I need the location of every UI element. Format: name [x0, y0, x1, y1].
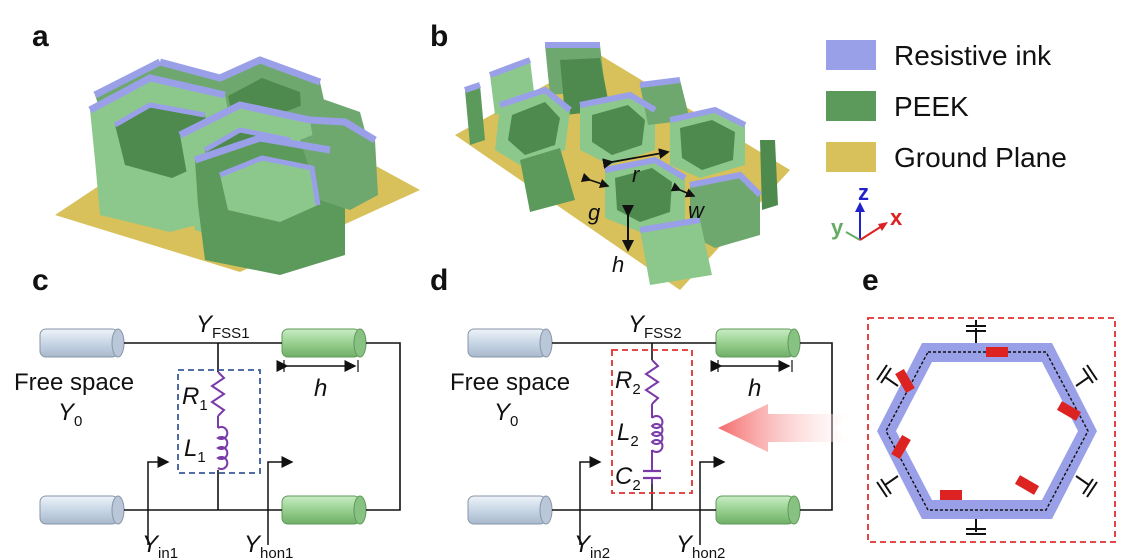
panel-label-a: a — [32, 20, 49, 53]
axis-x-label: x — [890, 205, 903, 230]
legend-swatch-resistive-ink — [826, 40, 876, 70]
circuit-c-y0-label: Y0 — [58, 399, 82, 430]
dimension-g-label: g — [588, 200, 601, 225]
panel-label-b: b — [430, 20, 448, 53]
circuit-d-h-label: h — [748, 375, 761, 402]
panel-label-d: d — [430, 264, 448, 297]
circuit-c-free-space-label: Free space — [14, 369, 134, 396]
equivalence-arrow — [718, 404, 850, 452]
axis-y-label: y — [831, 215, 844, 240]
coordinate-axes — [845, 202, 888, 241]
circuit-c — [39, 328, 401, 545]
legend: Resistive ink PEEK Ground Plane — [826, 40, 1067, 173]
circuit-d-yin-label: Yin2 — [574, 531, 610, 560]
legend-swatch-ground-plane — [826, 142, 876, 172]
circuit-c-yfss-label: YFSS1 — [196, 311, 250, 342]
circuit-d-free-space-label: Free space — [450, 369, 570, 396]
panel-label-e: e — [862, 264, 879, 297]
circuit-d-r2-label: R2 — [615, 367, 641, 398]
circuit-c-l1-label: L1 — [184, 435, 206, 466]
hexagon-equivalent-circuit-e — [867, 317, 1116, 543]
circuit-d-yfss-label: YFSS2 — [628, 311, 682, 342]
dimension-h-label: h — [612, 252, 624, 277]
circuit-d-y0-label: Y0 — [494, 399, 518, 430]
circuit-d-yhon-label: Yhon2 — [676, 531, 725, 560]
dimension-w-label: w — [688, 198, 706, 223]
circuit-c-yhon-label: Yhon1 — [244, 531, 293, 560]
circuit-d-c2-label: C2 — [615, 463, 641, 494]
dimension-r-label: r — [632, 162, 641, 187]
legend-swatch-peek — [826, 91, 876, 121]
panel-label-c: c — [32, 264, 49, 297]
legend-label-resistive-ink: Resistive ink — [894, 40, 1052, 71]
legend-label-peek: PEEK — [894, 91, 969, 122]
circuit-c-r1-label: R1 — [182, 383, 208, 414]
circuit-d-l2-label: L2 — [617, 419, 639, 450]
honeycomb-structure-a — [55, 56, 420, 275]
split-honeycomb-structure-b — [455, 42, 790, 290]
axis-z-label: z — [858, 180, 869, 205]
circuit-c-yin-label: Yin1 — [142, 531, 178, 560]
legend-label-ground-plane: Ground Plane — [894, 142, 1067, 173]
circuit-d — [467, 328, 833, 545]
circuit-c-h-label: h — [314, 375, 327, 402]
